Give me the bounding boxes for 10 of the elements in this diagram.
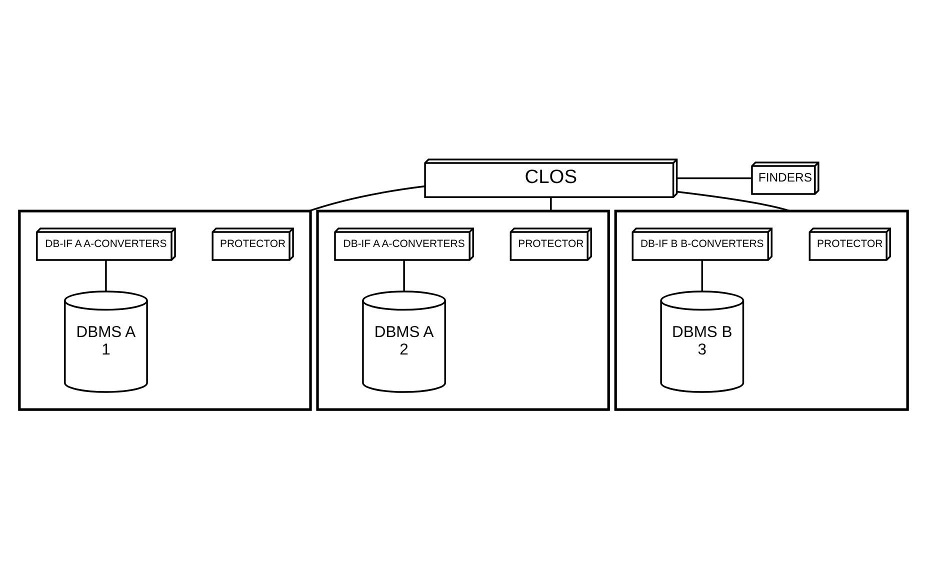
connector <box>403 260 405 291</box>
connector <box>676 176 752 179</box>
connector <box>676 190 791 212</box>
connector <box>308 184 426 212</box>
cluster <box>18 209 312 410</box>
cluster <box>614 209 909 410</box>
connector <box>105 260 107 291</box>
cluster <box>316 209 610 410</box>
connector <box>701 260 704 291</box>
connector <box>550 196 552 211</box>
